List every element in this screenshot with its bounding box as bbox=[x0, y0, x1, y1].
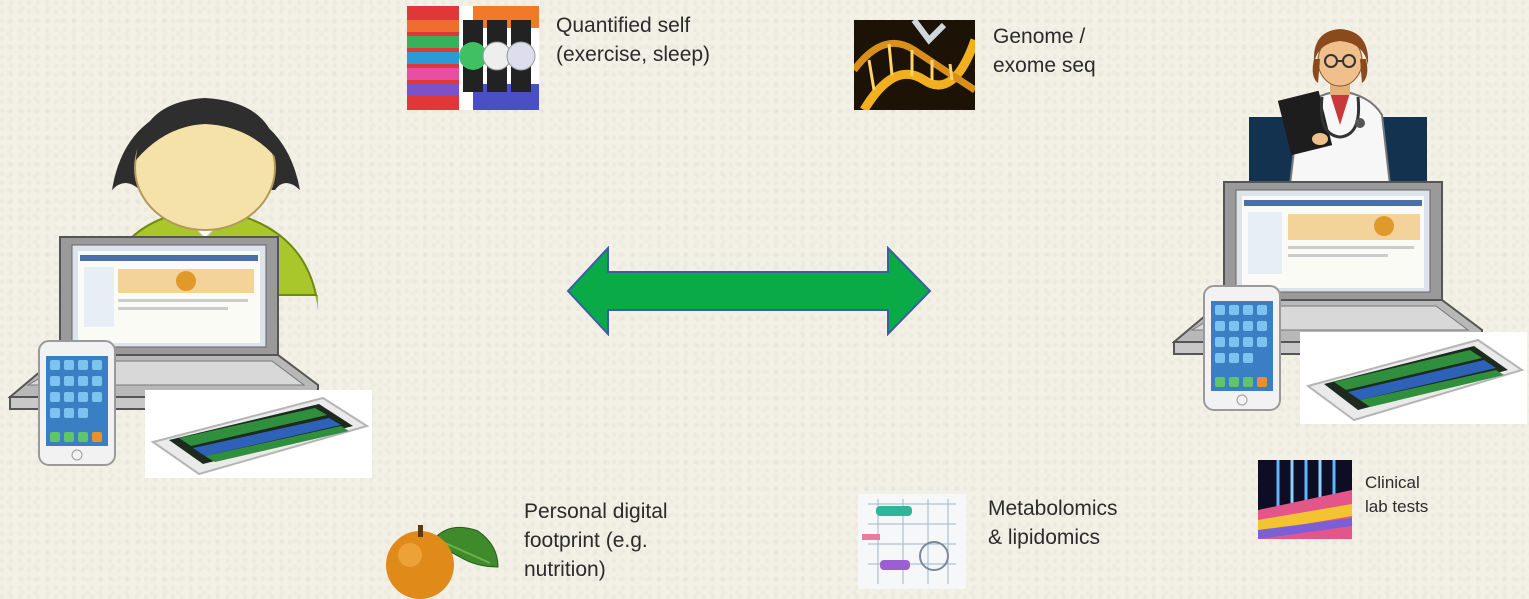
dna-icon bbox=[854, 20, 975, 110]
wearable-image bbox=[407, 6, 539, 110]
smartphone-icon bbox=[1203, 285, 1281, 411]
genome-label: Genome / exome seq bbox=[993, 25, 1096, 77]
tablet-icon bbox=[145, 390, 372, 478]
quantified-self-label: Quantified self (exercise, sleep) bbox=[556, 14, 711, 66]
doctor-tablet bbox=[1300, 332, 1527, 424]
metabolic-pathway-icon bbox=[858, 494, 966, 589]
doctor-phone bbox=[1203, 285, 1283, 413]
lab-test-icon bbox=[1258, 460, 1352, 539]
orange-icon bbox=[386, 525, 499, 599]
double-arrow-icon bbox=[566, 246, 932, 336]
smartphone-icon bbox=[38, 340, 116, 466]
tablet-icon bbox=[1300, 332, 1527, 424]
patient-tablet bbox=[145, 390, 372, 478]
patient-phone bbox=[38, 340, 118, 468]
data-exchange-arrow bbox=[566, 246, 934, 336]
smartwatch-app-icon bbox=[407, 6, 539, 110]
doctor-icon bbox=[1277, 29, 1392, 185]
fruit-image bbox=[380, 515, 505, 599]
lab-image bbox=[1258, 460, 1352, 539]
doctor-group bbox=[1270, 25, 1410, 185]
personal-digital-label: Personal digital footprint (e.g. nutriti… bbox=[524, 500, 668, 581]
metabolomics-label: Metabolomics & lipidomics bbox=[988, 497, 1118, 549]
genome-image bbox=[854, 20, 975, 110]
clinical-lab-label: Clinical lab tests bbox=[1365, 473, 1429, 516]
pathway-image bbox=[858, 494, 966, 589]
